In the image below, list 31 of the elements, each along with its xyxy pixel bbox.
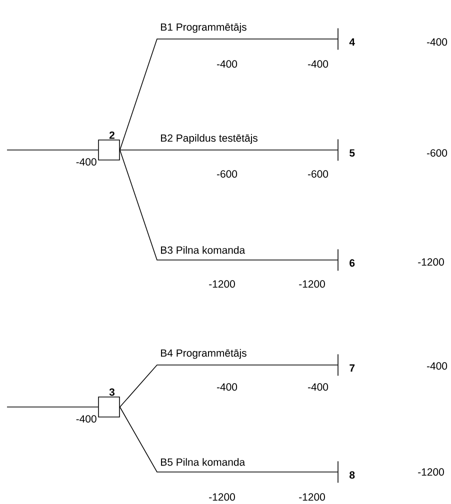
value-label: -1200 <box>418 468 444 476</box>
value-label: -400 <box>217 60 238 68</box>
node-number: 8 <box>350 471 355 479</box>
branch-line <box>120 406 338 472</box>
value-label: -1200 <box>209 280 235 288</box>
value-label: -1200 <box>209 493 235 501</box>
edge-label: B5 Pilna komanda <box>159 457 246 467</box>
edge-label: -400 <box>76 415 96 423</box>
value-label: -1200 <box>418 258 444 266</box>
node-number: 2 <box>109 132 114 139</box>
value-label: -600 <box>217 170 238 178</box>
node-number: 3 <box>109 388 115 396</box>
decision-box <box>98 396 120 418</box>
decision-box <box>98 140 120 160</box>
branch-line <box>120 364 338 408</box>
value-label: -400 <box>217 383 238 391</box>
branch-line <box>120 150 338 260</box>
edge-label: B1 Programmētājs <box>159 22 248 34</box>
value-label: -400 <box>427 362 448 370</box>
node-number: 6 <box>350 259 355 267</box>
edge-label: B4 Programmētājs <box>159 348 248 360</box>
edge-label: B2 Papildus testētājs <box>159 133 259 145</box>
branch-line <box>120 38 338 150</box>
value-label: -400 <box>427 38 448 46</box>
node-number: 5 <box>350 149 355 157</box>
edge-label: -400 <box>76 158 96 166</box>
edge-label: B3 Pilna komanda <box>159 245 246 255</box>
value-label: -600 <box>427 149 448 157</box>
node-number: 7 <box>350 364 355 372</box>
node-number: 4 <box>349 38 355 46</box>
branch-line <box>6 406 98 408</box>
